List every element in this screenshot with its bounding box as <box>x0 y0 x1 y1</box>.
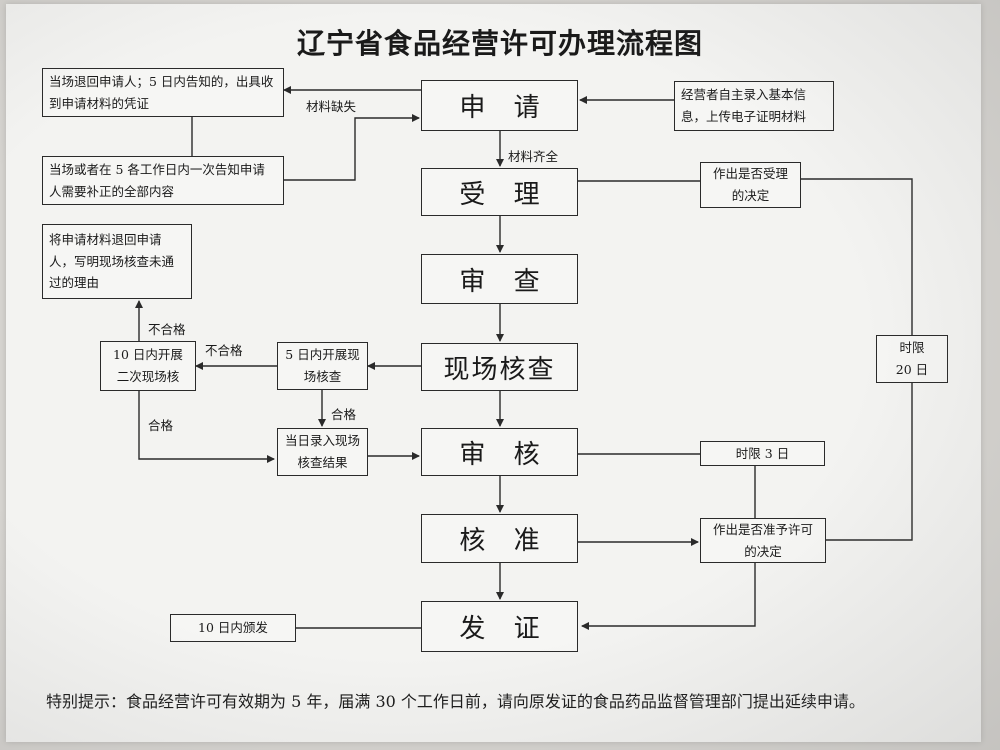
box-limit-20-days: 时限 20 日 <box>876 335 948 383</box>
line-limit20-license <box>826 383 913 541</box>
label-fail-up: 不合格 <box>148 322 186 337</box>
arrow-secondcheck-record <box>138 391 275 463</box>
step-issue: 发 证 <box>421 601 578 652</box>
label-pass-left: 合格 <box>148 418 174 433</box>
box-record-result: 当日录入现场核查结果 <box>277 428 368 476</box>
label-pass-down: 合格 <box>331 407 357 422</box>
box-return-materials: 将申请材料退回申请人，写明现场核查未通过的理由 <box>42 224 192 299</box>
label-materials-complete: 材料齐全 <box>508 149 559 164</box>
line-decision-limit20 <box>801 178 913 335</box>
arrow-notify-apply <box>284 114 420 181</box>
box-first-check: 5 日内开展现场核查 <box>277 342 368 390</box>
step-accept: 受 理 <box>421 168 578 216</box>
page-title: 辽宁省食品经营许可办理流程图 <box>296 27 703 60</box>
arrow-license-issue <box>581 563 756 630</box>
label-fail-left: 不合格 <box>205 343 243 358</box>
box-return-applicant: 当场退回申请人；5 日内告知的，出具收到申请材料的凭证 <box>42 68 284 117</box>
box-operator-input: 经营者自主录入基本信息，上传电子证明材料 <box>674 81 834 131</box>
box-second-check: 10 日内开展二次现场核 <box>100 341 196 391</box>
box-accept-decision: 作出是否受理的决定 <box>700 162 801 208</box>
footer-note: 特别提示：食品经营许可有效期为 5 年，届满 30 个工作日前，请向原发证的食品… <box>46 692 865 711</box>
step-approve: 核 准 <box>421 514 578 563</box>
label-materials-missing: 材料缺失 <box>306 99 357 114</box>
box-license-decision: 作出是否准予许可的决定 <box>700 518 826 563</box>
box-notify-supplement: 当场或者在 5 各工作日内一次告知申请人需要补正的全部内容 <box>42 156 284 205</box>
step-audit: 审 核 <box>421 428 578 476</box>
step-onsite-check: 现场核查 <box>421 343 578 391</box>
step-apply: 申 请 <box>421 80 578 131</box>
step-review: 审 查 <box>421 254 578 304</box>
box-issue-10-days: 10 日内颁发 <box>170 614 296 642</box>
box-limit-3-days: 时限 3 日 <box>700 441 825 466</box>
